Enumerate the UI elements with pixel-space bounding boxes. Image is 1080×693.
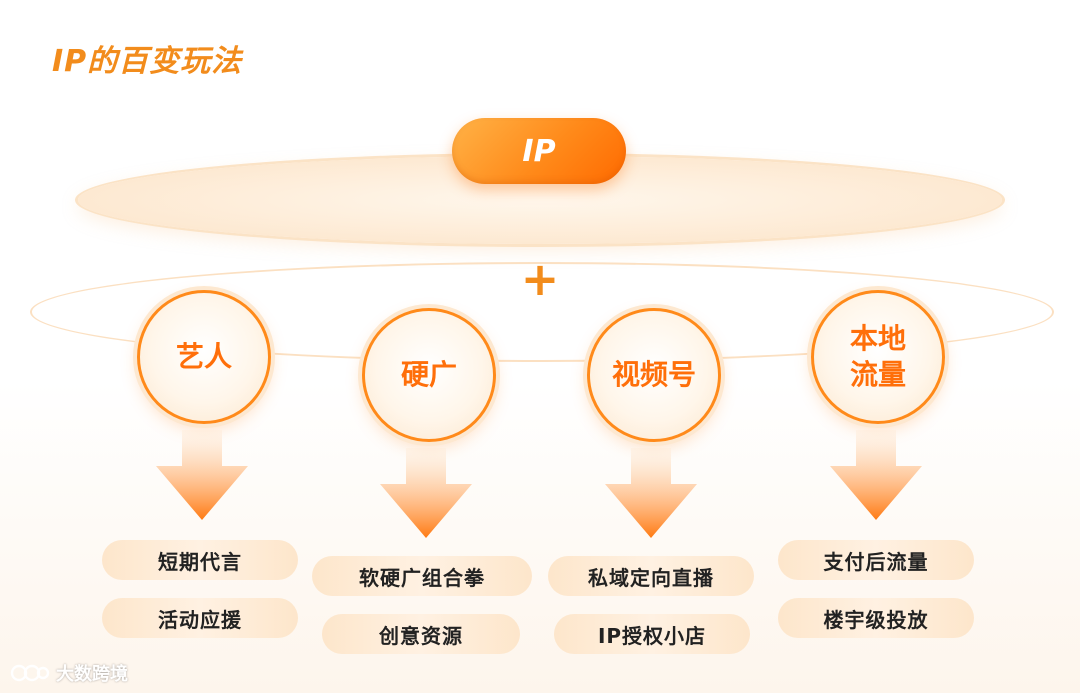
node-hard-ad: 硬广: [362, 308, 496, 442]
item-pill: 私域定向直播: [548, 556, 754, 596]
node-video-channel: 视频号: [587, 308, 721, 442]
watermark: 大数跨境: [10, 660, 128, 686]
item-label: 支付后流量: [823, 549, 929, 574]
ip-center-pill: IP: [452, 118, 626, 184]
item-label: 私域定向直播: [588, 565, 714, 590]
page-title: IP的百变玩法: [52, 44, 243, 79]
node-label: 本地 流量: [849, 322, 906, 391]
node-local-traffic: 本地 流量: [811, 290, 945, 424]
item-label: IP授权小店: [597, 623, 707, 648]
node-label: 艺人: [175, 340, 232, 373]
item-pill: 软硬广组合拳: [312, 556, 532, 596]
node-label: 硬广: [400, 358, 457, 391]
item-pill: 支付后流量: [778, 540, 974, 580]
item-pill: 短期代言: [102, 540, 298, 580]
item-label: 楼宇级投放: [823, 607, 929, 632]
down-arrow-icon: [380, 448, 472, 538]
orbit-ring-bottom: [30, 262, 1054, 362]
node-label: 视频号: [611, 358, 696, 391]
item-label: 创意资源: [379, 623, 463, 648]
item-label: 活动应援: [158, 607, 242, 632]
ip-center-label: IP: [522, 133, 556, 169]
down-arrow-icon: [605, 448, 697, 538]
down-arrow-icon: [830, 430, 922, 520]
watermark-logo-icon: [10, 664, 50, 682]
down-arrow-icon: [156, 430, 248, 520]
item-pill: 活动应援: [102, 598, 298, 638]
item-label: 软硬广组合拳: [359, 565, 485, 590]
watermark-text: 大数跨境: [56, 664, 128, 685]
plus-connector: +: [520, 252, 560, 306]
item-pill: 楼宇级投放: [778, 598, 974, 638]
node-artist: 艺人: [137, 290, 271, 424]
item-pill: IP授权小店: [554, 614, 750, 654]
item-pill: 创意资源: [322, 614, 520, 654]
item-label: 短期代言: [158, 549, 242, 574]
